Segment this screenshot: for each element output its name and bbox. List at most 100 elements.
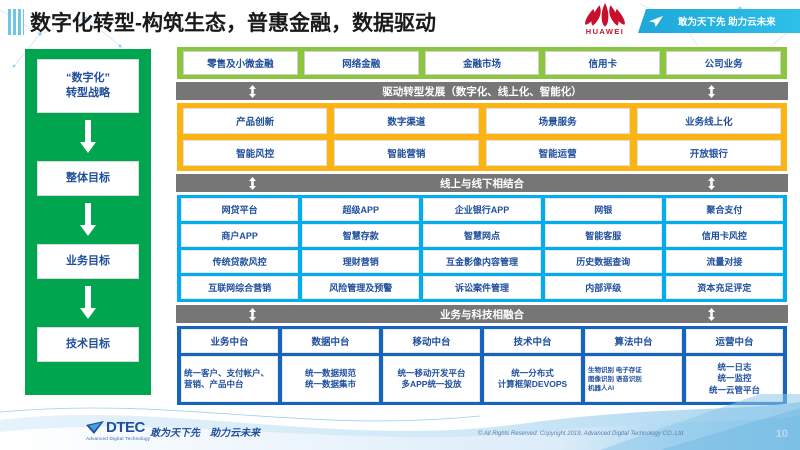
main-content: 零售及小微金融 网络金融 金融市场 信用卡 公司业务 驱动转型发展（数字化、线上… <box>176 46 788 406</box>
business-goal-item[interactable]: 流量对接 <box>665 250 784 273</box>
overall-goal-item[interactable]: 场景服务 <box>485 108 630 134</box>
business-line-item[interactable]: 公司业务 <box>666 51 781 75</box>
business-goals-row: 传统贷款风控 理财营销 互金影像内容管理 历史数据查询 流量对接 <box>181 250 784 273</box>
tech-platforms-row: 业务中台 统一客户、支付帐户、营销、产品中台 数据中台 统一数据规范统一数据集市… <box>181 329 783 402</box>
overall-goals-row: 产品创新 数字渠道 场景服务 业务线上化 <box>183 108 781 134</box>
double-arrow-icon <box>708 176 715 190</box>
dtec-tagline: Advanced Digital Technology <box>86 436 151 441</box>
platform-title[interactable]: 算法中台 <box>585 329 682 353</box>
footer-wave-decoration <box>0 394 800 450</box>
overall-goal-item[interactable]: 数字渠道 <box>334 108 479 134</box>
tech-platforms-band: 业务中台 统一客户、支付帐户、营销、产品中台 数据中台 统一数据规范统一数据集市… <box>176 325 788 406</box>
business-goal-item[interactable]: 企业银行APP <box>423 198 541 221</box>
platform-title[interactable]: 技术中台 <box>484 329 581 353</box>
slogan-text: 敢为天下先 助力云未来 <box>678 17 776 28</box>
divider-label: 驱动转型发展（数字化、线上化、智能化） <box>382 85 582 98</box>
overall-goal-item[interactable]: 智能风控 <box>183 140 328 166</box>
platform-description: 统一分布式计算框架DEVOPS <box>484 356 581 402</box>
overall-goal-item[interactable]: 开放银行 <box>636 140 781 166</box>
platform-title[interactable]: 业务中台 <box>181 329 278 353</box>
dtec-triangle-icon <box>86 421 104 434</box>
platform-description: 统一客户、支付帐户、营销、产品中台 <box>181 356 278 402</box>
double-arrow-icon <box>708 84 715 98</box>
sidebar-item-strategy[interactable]: “数字化”转型战略 <box>37 59 139 113</box>
platform-column-algorithm: 算法中台 生物识别 电子存证图像识别 语音识别机器人AI <box>585 329 682 402</box>
business-goal-item[interactable]: 诉讼案件管理 <box>423 276 541 299</box>
business-goals-band: 网贷平台 超级APP 企业银行APP 网银 聚合支付 商户APP 智慧存款 智慧… <box>176 194 788 303</box>
business-goal-item[interactable]: 智慧网点 <box>423 224 541 247</box>
business-goal-item[interactable]: 风险管理及预警 <box>302 276 420 299</box>
business-goal-item[interactable]: 历史数据查询 <box>544 250 662 273</box>
business-line-item[interactable]: 金融市场 <box>424 51 540 75</box>
slide-footer: DTEC Advanced Digital Technology 敢为天下先 助… <box>0 418 800 444</box>
sidebar-item-label: 技术目标 <box>66 338 110 350</box>
business-goal-item[interactable]: 超级APP <box>302 198 420 221</box>
sidebar-item-label: “数字化”转型战略 <box>66 72 110 99</box>
strategy-flow-sidebar: “数字化”转型战略 整体目标 业务目标 技术目标 <box>24 48 152 396</box>
business-goals-row: 互联网综合营销 风险管理及预警 诉讼案件管理 内部评级 资本充足评定 <box>181 276 784 299</box>
double-arrow-icon <box>249 84 256 98</box>
sidebar-item-business-goal[interactable]: 业务目标 <box>37 244 139 279</box>
sidebar-item-label: 整体目标 <box>66 172 110 184</box>
footer-slogan: 敢为天下先 助力云未来 <box>150 428 260 439</box>
overall-goals-band: 产品创新 数字渠道 场景服务 业务线上化 智能风控 智能营销 智能运营 开放银行 <box>176 102 788 172</box>
huawei-wordmark: HUAWEI <box>585 27 625 36</box>
platform-title[interactable]: 数据中台 <box>282 329 379 353</box>
platform-description: 统一移动开发平台多APP统一投放 <box>383 356 480 402</box>
business-goal-item[interactable]: 互联网综合营销 <box>181 276 299 299</box>
platform-title[interactable]: 运营中台 <box>686 329 783 353</box>
double-arrow-icon <box>249 176 256 190</box>
business-goal-item[interactable]: 互金影像内容管理 <box>423 250 541 273</box>
business-goal-item[interactable]: 理财营销 <box>302 250 420 273</box>
business-goals-row: 商户APP 智慧存款 智慧网点 智能客服 信用卡风控 <box>181 224 784 247</box>
business-line-item[interactable]: 网络金融 <box>303 51 419 75</box>
sidebar-item-label: 业务目标 <box>66 255 110 267</box>
slide-header: 数字化转型-构筑生态，普惠金融，数据驱动 HUAWEI 敢为天下先 助力云未来 <box>0 0 800 44</box>
divider-business-tech: 业务与科技相融合 <box>176 305 788 323</box>
sidebar-item-tech-goal[interactable]: 技术目标 <box>37 327 139 362</box>
overall-goal-item[interactable]: 业务线上化 <box>636 108 781 134</box>
title-accent-bars <box>8 9 24 35</box>
sidebar-item-overall-goal[interactable]: 整体目标 <box>37 161 139 196</box>
double-arrow-icon <box>708 307 715 321</box>
page-title: 数字化转型-构筑生态，普惠金融，数据驱动 <box>30 12 436 35</box>
platform-column-data: 数据中台 统一数据规范统一数据集市 <box>282 329 379 402</box>
business-goal-item[interactable]: 传统贷款风控 <box>181 250 299 273</box>
platform-column-technology: 技术中台 统一分布式计算框架DEVOPS <box>484 329 581 402</box>
divider-online-offline: 线上与线下相结合 <box>176 174 788 192</box>
business-goal-item[interactable]: 智慧存款 <box>302 224 420 247</box>
divider-drive-transformation: 驱动转型发展（数字化、线上化、智能化） <box>176 82 788 100</box>
huawei-flower-icon <box>585 3 625 27</box>
platform-title[interactable]: 移动中台 <box>383 329 480 353</box>
business-line-item[interactable]: 零售及小微金融 <box>183 51 298 75</box>
page-number: 10 <box>775 428 788 440</box>
overall-goal-item[interactable]: 产品创新 <box>183 108 328 134</box>
platform-column-operations: 运营中台 统一日志统一监控统一云管平台 <box>686 329 783 402</box>
business-goal-item[interactable]: 智能客服 <box>544 224 662 247</box>
overall-goal-item[interactable]: 智能运营 <box>485 140 630 166</box>
dtec-wordmark: DTEC <box>106 419 145 436</box>
platform-description: 统一数据规范统一数据集市 <box>282 356 379 402</box>
platform-column-business: 业务中台 统一客户、支付帐户、营销、产品中台 <box>181 329 278 402</box>
business-goal-item[interactable]: 商户APP <box>181 224 299 247</box>
flow-arrow-2 <box>79 203 97 237</box>
business-goal-item[interactable]: 内部评级 <box>544 276 662 299</box>
business-goal-item[interactable]: 网贷平台 <box>181 198 299 221</box>
arrow-down-icon <box>80 286 96 319</box>
business-goal-item[interactable]: 资本充足评定 <box>665 276 784 299</box>
business-line-item[interactable]: 信用卡 <box>545 51 661 75</box>
arrow-down-icon <box>80 120 96 153</box>
divider-label: 业务与科技相融合 <box>440 308 524 321</box>
business-goal-item[interactable]: 信用卡风控 <box>665 224 784 247</box>
overall-goal-item[interactable]: 智能营销 <box>334 140 479 166</box>
business-lines-band: 零售及小微金融 网络金融 金融市场 信用卡 公司业务 <box>176 46 788 80</box>
platform-description: 生物识别 电子存证图像识别 语音识别机器人AI <box>585 356 682 402</box>
business-goal-item[interactable]: 聚合支付 <box>665 198 784 221</box>
business-goal-item[interactable]: 网银 <box>544 198 662 221</box>
divider-label: 线上与线下相结合 <box>440 177 524 190</box>
business-goals-row: 网贷平台 超级APP 企业银行APP 网银 聚合支付 <box>181 198 784 221</box>
arrow-down-icon <box>80 203 96 236</box>
copyright-text: © All Rights Reserved. Copyright 2019, A… <box>478 431 684 437</box>
huawei-logo: HUAWEI <box>576 2 634 42</box>
